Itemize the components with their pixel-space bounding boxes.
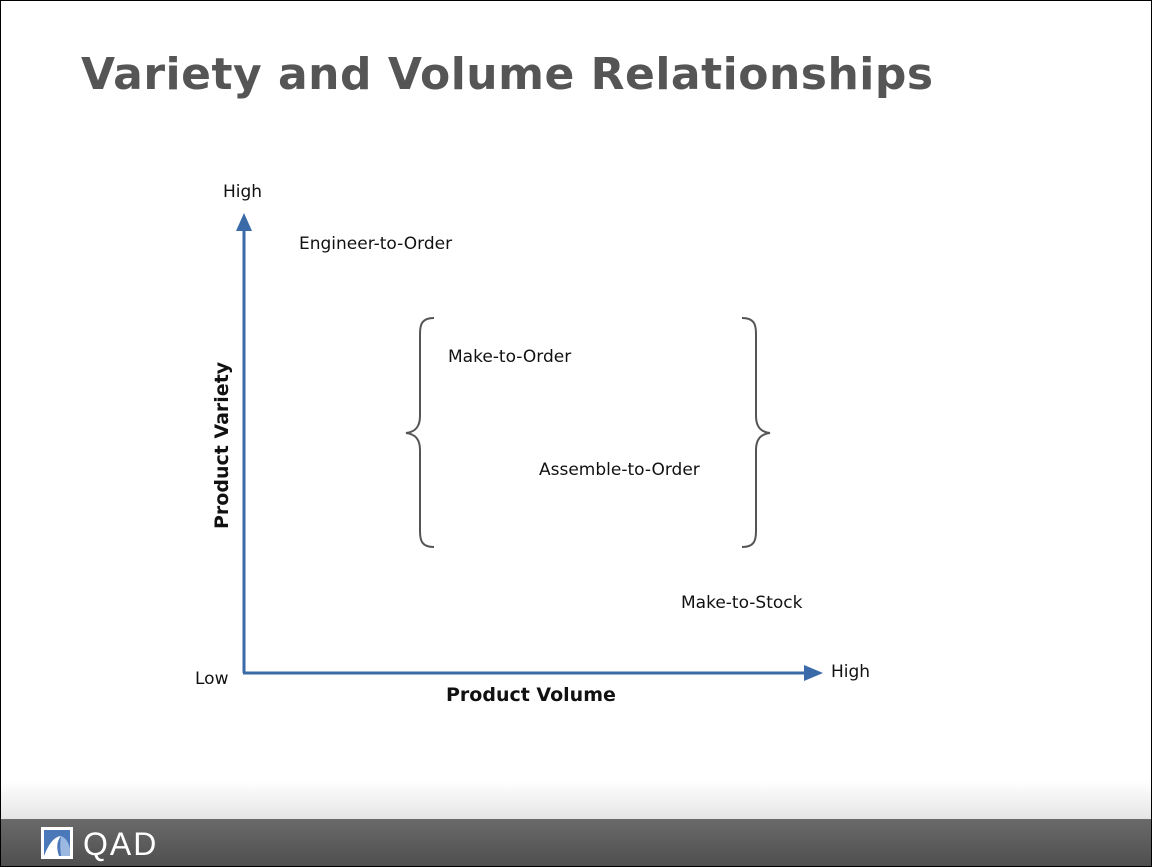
x-axis-title: Product Volume bbox=[446, 684, 616, 706]
make-to-stock-label: Make-to-Stock bbox=[681, 593, 803, 613]
y-axis-arrowhead bbox=[236, 213, 252, 231]
origin-low-label: Low bbox=[195, 669, 229, 689]
x-axis-high-label: High bbox=[831, 662, 871, 682]
left-brace bbox=[405, 317, 435, 548]
make-to-order-label: Make-to-Order bbox=[448, 347, 572, 367]
qad-brand-text: QAD bbox=[83, 826, 159, 862]
footer-bar: QAD bbox=[1, 819, 1151, 866]
footer-fade bbox=[1, 781, 1151, 821]
right-brace bbox=[741, 317, 771, 548]
assemble-to-order-label: Assemble-to-Order bbox=[539, 460, 700, 480]
y-axis-high-label: High bbox=[223, 182, 263, 202]
slide-title: Variety and Volume Relationships bbox=[81, 49, 934, 100]
y-axis-title: Product Variety bbox=[211, 361, 233, 529]
qad-logo-icon bbox=[41, 827, 73, 859]
engineer-to-order-label: Engineer-to-Order bbox=[299, 234, 453, 254]
x-axis-arrowhead bbox=[804, 665, 823, 681]
